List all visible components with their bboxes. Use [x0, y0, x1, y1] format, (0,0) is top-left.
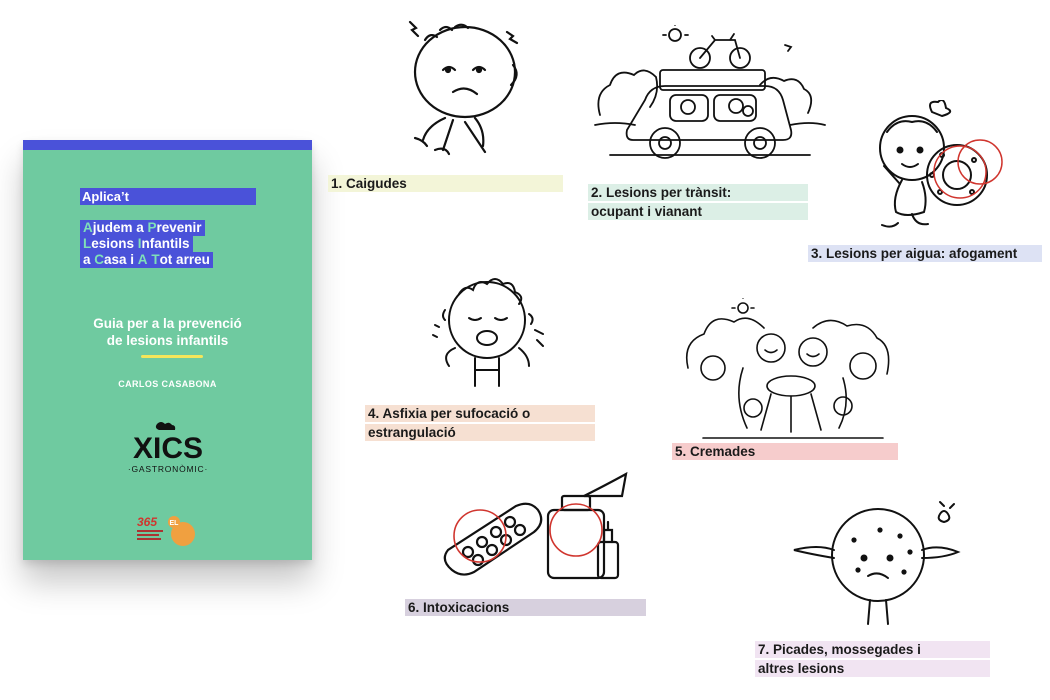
- label-transit-line-2: ocupant i vianant: [588, 203, 808, 220]
- cover-heading-line-2: Lesions Infantils: [80, 236, 193, 252]
- cover-author: CARLOS CASABONA: [118, 379, 217, 389]
- label-picades-line-2: altres lesions: [755, 660, 990, 677]
- cover-underline: [141, 355, 203, 358]
- label-asfixia: 4. Asfixia per sufocació o estrangulació: [365, 405, 595, 443]
- label-asfixia-line-1: 4. Asfixia per sufocació o: [365, 405, 595, 422]
- label-aigua-line-1: 3. Lesions per aigua: afogament: [808, 245, 1042, 262]
- label-intoxicacions: 6. Intoxicacions: [405, 599, 646, 618]
- car-family-icon: [590, 25, 830, 170]
- label-picades-line-1: 7. Picades, mossegades i: [755, 641, 990, 658]
- pills-bottles-icon: [438, 470, 638, 590]
- cover-aplicat: Aplica’t: [80, 188, 256, 205]
- cover-top-bar: [23, 140, 312, 150]
- cover-heading: Ajudem a Prevenir Lesions Infantils a Ca…: [80, 220, 213, 268]
- book-cover[interactable]: Aplica’t Ajudem a Prevenir Lesions Infan…: [23, 140, 312, 560]
- label-intoxicacions-line-1: 6. Intoxicacions: [405, 599, 646, 616]
- xics-logo-sub: ·GASTRONÒMIC·: [128, 464, 208, 474]
- label-caigudes-line-1: 1. Caigudes: [328, 175, 563, 192]
- label-transit-line-1: 2. Lesions per trànsit:: [588, 184, 808, 201]
- cover-heading-line-1: Ajudem a Prevenir: [80, 220, 205, 236]
- label-caigudes: 1. Caigudes: [328, 175, 563, 194]
- sponsor-badge-text: EL: [170, 520, 180, 527]
- label-picades: 7. Picades, mossegades i altres lesions: [755, 641, 990, 679]
- xics-logo: XICS ·GASTRONÒMIC·: [123, 420, 213, 476]
- cover-guide-title: Guia per a la prevenció de lesions infan…: [23, 315, 312, 349]
- label-lesions-transit: 2. Lesions per trànsit: ocupant i vianan…: [588, 184, 808, 222]
- label-cremades: 5. Cremades: [672, 443, 898, 462]
- label-asfixia-line-2: estrangulació: [365, 424, 595, 441]
- bitten-girl-icon: [790, 500, 970, 630]
- cover-guide-line-1: Guia per a la prevenció: [93, 316, 242, 331]
- xics-logo-text: XICS: [133, 432, 203, 465]
- barbecue-family-icon: [683, 298, 898, 443]
- label-lesions-aigua: 3. Lesions per aigua: afogament: [808, 245, 1042, 264]
- dizzy-child-icon: [395, 10, 535, 165]
- sponsor-logos: 365 EL: [135, 512, 205, 552]
- crying-child-icon: [425, 270, 570, 400]
- cover-heading-line-3: a Casa i A Tot arreu: [80, 252, 213, 268]
- sponsor-365-text: 365: [137, 515, 157, 529]
- swim-ring-girl-icon: [862, 100, 1012, 240]
- cover-guide-line-2: de lesions infantils: [106, 333, 229, 348]
- label-cremades-line-1: 5. Cremades: [672, 443, 898, 460]
